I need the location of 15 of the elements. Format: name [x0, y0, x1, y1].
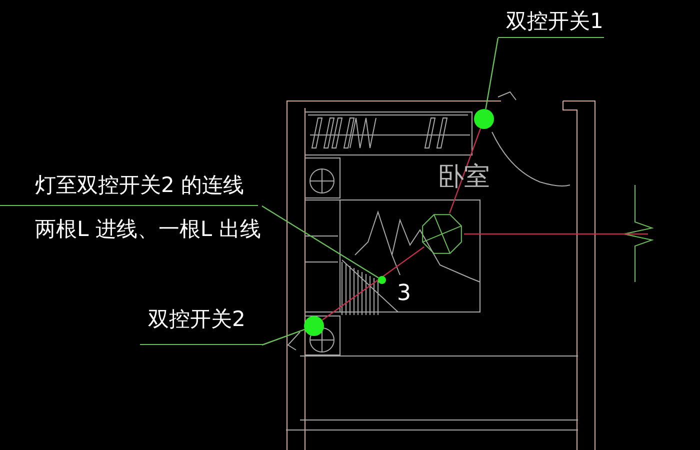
- callout-label: 双控开关1: [498, 6, 604, 38]
- callout-label: 两根L 进线、一根L 出线: [34, 216, 262, 243]
- callout-number: 3: [397, 283, 411, 305]
- leader-line: [485, 38, 499, 110]
- switch-dot: [378, 276, 386, 284]
- leader-line: [262, 328, 305, 346]
- switch-dot: [474, 109, 494, 129]
- leader-line: [262, 205, 379, 278]
- callout-label: 灯至双控开关2 的连线: [0, 168, 258, 206]
- room-label: 卧室: [438, 164, 490, 190]
- wire-line: [448, 128, 482, 214]
- wire-line: [464, 233, 648, 235]
- wire-line: [322, 246, 424, 321]
- switch-dot: [304, 316, 324, 336]
- callout-label: 双控开关2: [140, 304, 264, 345]
